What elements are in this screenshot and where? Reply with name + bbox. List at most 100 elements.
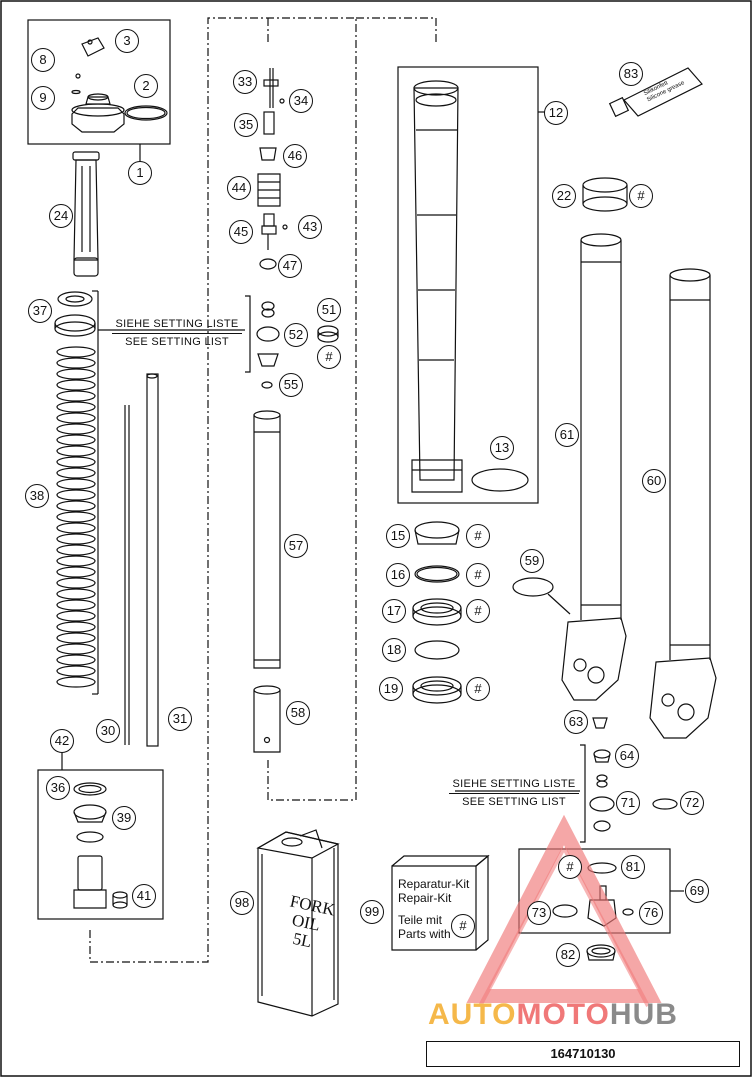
callout-38[interactable]: 38 <box>25 484 49 508</box>
spring-coil <box>56 555 96 567</box>
callout-57[interactable]: 57 <box>284 534 308 558</box>
callout-hash-6[interactable]: # <box>466 677 490 701</box>
spring-coil <box>56 390 96 402</box>
spring-coil <box>56 456 96 468</box>
callout-64[interactable]: 64 <box>615 744 639 768</box>
spring-coil <box>56 489 96 501</box>
spring-coil <box>56 610 96 622</box>
spring-coil <box>56 577 96 589</box>
spring-coil <box>56 588 96 600</box>
callout-60[interactable]: 60 <box>642 469 666 493</box>
setting-note-lower-line1: SIEHE SETTING LISTE <box>452 778 576 790</box>
callout-33[interactable]: 33 <box>233 70 257 94</box>
setting-note-upper-line2: SEE SETTING LIST <box>125 336 229 348</box>
callout-82[interactable]: 82 <box>556 943 580 967</box>
spring-coil <box>56 566 96 578</box>
callout-73[interactable]: 73 <box>527 901 551 925</box>
callout-13[interactable]: 13 <box>490 436 514 460</box>
callout-hash-8[interactable]: # <box>451 914 475 938</box>
callout-12[interactable]: 12 <box>544 101 568 125</box>
callout-41[interactable]: 41 <box>132 884 156 908</box>
spring-coil <box>56 412 96 424</box>
callout-37[interactable]: 37 <box>28 299 52 323</box>
callout-45[interactable]: 45 <box>229 220 253 244</box>
callout-39[interactable]: 39 <box>112 806 136 830</box>
callout-63[interactable]: 63 <box>564 710 588 734</box>
callout-36[interactable]: 36 <box>46 776 70 800</box>
callout-24[interactable]: 24 <box>49 204 73 228</box>
callout-83[interactable]: 83 <box>619 62 643 86</box>
callout-55[interactable]: 55 <box>279 373 303 397</box>
setting-note-lower: SIEHE SETTING LISTE SEE SETTING LIST <box>449 778 579 809</box>
callout-35[interactable]: 35 <box>234 113 258 137</box>
callout-42[interactable]: 42 <box>50 729 74 753</box>
callout-15[interactable]: 15 <box>386 524 410 548</box>
watermark-brand: AUTOMOTOHUB <box>428 998 678 1032</box>
callout-61[interactable]: 61 <box>555 423 579 447</box>
spring-coil <box>56 621 96 633</box>
repair-kit-line1: Reparatur-Kit <box>398 877 470 891</box>
callout-98[interactable]: 98 <box>230 891 254 915</box>
callout-31[interactable]: 31 <box>168 707 192 731</box>
repair-kit-parts-label: Teile mit Parts with <box>398 913 451 941</box>
callout-hash-4[interactable]: # <box>466 563 490 587</box>
callout-76[interactable]: 76 <box>639 901 663 925</box>
spring-coil <box>56 467 96 479</box>
setting-note-upper-line1: SIEHE SETTING LISTE <box>115 318 239 330</box>
callout-9[interactable]: 9 <box>31 86 55 110</box>
callout-hash-3[interactable]: # <box>466 524 490 548</box>
spring-coil <box>56 478 96 490</box>
callout-69[interactable]: 69 <box>685 879 709 903</box>
callout-99[interactable]: 99 <box>360 900 384 924</box>
setting-note-lower-line2: SEE SETTING LIST <box>462 796 566 808</box>
spring-coil <box>56 599 96 611</box>
callout-hash-2[interactable]: # <box>629 184 653 208</box>
spring-coil <box>56 445 96 457</box>
spring-coil <box>56 676 96 688</box>
repair-kit-line3: Teile mit <box>398 913 443 927</box>
spring-coil <box>56 346 96 358</box>
spring-coil <box>56 368 96 380</box>
watermark-part1: AUTO <box>428 998 517 1031</box>
callout-51[interactable]: 51 <box>317 298 341 322</box>
setting-note-upper: SIEHE SETTING LISTE SEE SETTING LIST <box>112 318 242 349</box>
callout-30[interactable]: 30 <box>96 719 120 743</box>
callout-34[interactable]: 34 <box>289 89 313 113</box>
callout-hash-1[interactable]: # <box>317 345 341 369</box>
callout-59[interactable]: 59 <box>520 549 544 573</box>
spring-coil <box>56 511 96 523</box>
callout-18[interactable]: 18 <box>382 638 406 662</box>
spring-coil <box>56 654 96 666</box>
callout-43[interactable]: 43 <box>298 215 322 239</box>
callout-17[interactable]: 17 <box>382 599 406 623</box>
callout-16[interactable]: 16 <box>386 563 410 587</box>
callout-72[interactable]: 72 <box>680 791 704 815</box>
callout-8[interactable]: 8 <box>31 48 55 72</box>
spring-coil <box>56 665 96 677</box>
part-number-box: 164710130 <box>426 1041 740 1067</box>
spring-coil <box>56 357 96 369</box>
setting-note-lower-rule <box>449 793 579 794</box>
repair-kit-line4: Parts with <box>398 927 451 941</box>
callout-47[interactable]: 47 <box>278 254 302 278</box>
callout-3[interactable]: 3 <box>115 29 139 53</box>
repair-kit-line2: Repair-Kit <box>398 891 452 905</box>
spring-coil <box>56 401 96 413</box>
callout-19[interactable]: 19 <box>379 677 403 701</box>
callout-1[interactable]: 1 <box>128 161 152 185</box>
spring-coil <box>56 522 96 534</box>
callout-81[interactable]: 81 <box>621 855 645 879</box>
callout-46[interactable]: 46 <box>283 144 307 168</box>
callout-58[interactable]: 58 <box>286 701 310 725</box>
callout-71[interactable]: 71 <box>616 791 640 815</box>
spring-coil <box>56 500 96 512</box>
setting-note-upper-rule <box>112 333 242 334</box>
callout-52[interactable]: 52 <box>284 323 308 347</box>
spring-coil <box>56 632 96 644</box>
watermark-part3: HUB <box>609 998 678 1031</box>
callout-hash-7[interactable]: # <box>558 855 582 879</box>
callout-22[interactable]: 22 <box>552 184 576 208</box>
callout-2[interactable]: 2 <box>134 74 158 98</box>
callout-44[interactable]: 44 <box>227 176 251 200</box>
callout-hash-5[interactable]: # <box>466 599 490 623</box>
